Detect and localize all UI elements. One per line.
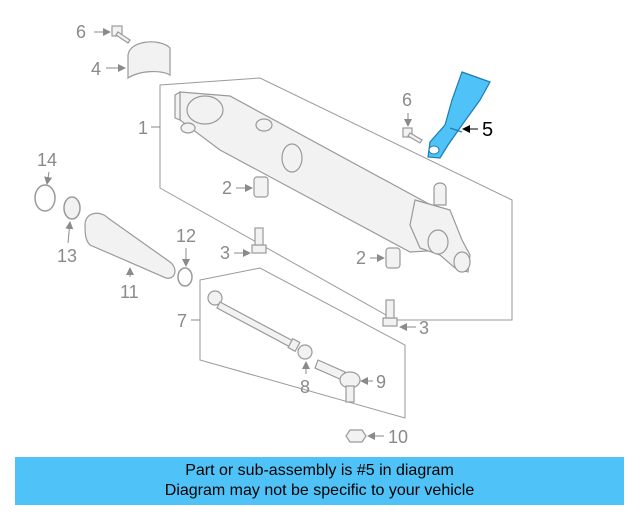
callout-10: 10 (388, 427, 408, 447)
callout-1: 1 (138, 118, 148, 138)
callout-14: 14 (37, 150, 57, 170)
castle-nut-part (345, 429, 367, 443)
callout-6: 6 (402, 90, 412, 110)
bolt-part (111, 25, 131, 44)
highlighted-part-5 (427, 71, 491, 159)
callout-7: 7 (177, 311, 187, 331)
inner-tie-rod-part (207, 290, 301, 353)
rack-assembly-frame (159, 77, 513, 321)
callout-6: 6 (76, 22, 86, 42)
callout-2: 2 (356, 248, 366, 268)
bracket-hole (428, 145, 440, 155)
callout-5: 5 (482, 119, 493, 141)
clamp-small-part (177, 267, 193, 287)
bracket-band (449, 127, 463, 133)
bellows-boot-part (84, 212, 176, 279)
banner-line-part-info: Part or sub-assembly is #5 in diagram (185, 462, 454, 479)
bolt-part (251, 227, 398, 327)
info-banner: Part or sub-assembly is #5 in diagram Di… (15, 457, 624, 505)
rack-housing (174, 90, 471, 273)
callout-13: 13 (57, 246, 77, 266)
clamp-part (63, 196, 81, 220)
leader-lines (44, 28, 416, 440)
bushing-part (385, 247, 401, 269)
bushing-part (253, 176, 269, 198)
callout-8: 8 (300, 377, 310, 397)
seal-ring-part (34, 184, 56, 212)
bolt-part (402, 127, 423, 144)
callout-12: 12 (176, 226, 196, 246)
callout-9: 9 (376, 372, 386, 392)
banner-line-disclaimer: Diagram may not be specific to your vehi… (164, 482, 475, 499)
mount-bracket-part (127, 41, 171, 80)
tie-rod-end-part (314, 359, 361, 403)
callout-4: 4 (91, 59, 101, 79)
callout-11: 11 (120, 282, 139, 302)
nut-part (297, 344, 313, 360)
parts-diagram: 6 4 1 2 2 3 3 5 6 7 8 9 10 11 12 13 14 (34, 22, 513, 447)
tie-rod-frame (199, 267, 406, 419)
callout-3: 3 (220, 243, 230, 263)
callout-3: 3 (419, 318, 429, 338)
callout-2: 2 (222, 178, 232, 198)
